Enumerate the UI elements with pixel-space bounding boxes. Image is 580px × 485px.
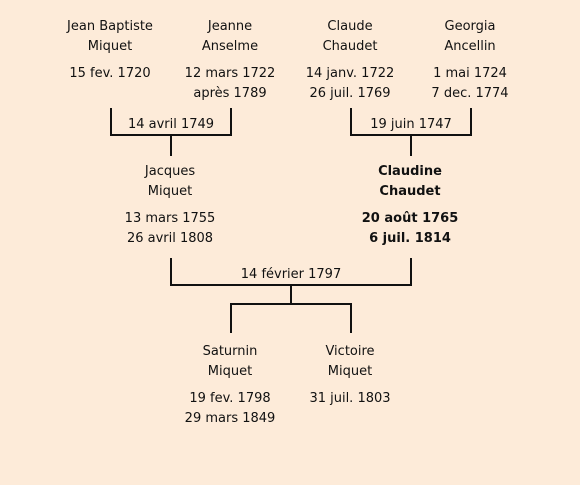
given-name: Jeanne xyxy=(207,19,253,34)
birth-date: 15 fev. 1720 xyxy=(69,66,151,81)
person-georgia-ancellin[interactable]: Georgia Ancellin 1 mai 1724 7 dec. 1774 xyxy=(405,17,535,104)
connector-line xyxy=(290,285,292,305)
death-date: après 1789 xyxy=(193,86,267,101)
surname: Miquet xyxy=(327,364,373,379)
given-name: Claude xyxy=(327,19,373,34)
connector-line xyxy=(170,135,172,156)
person-jeanne-anselme[interactable]: Jeanne Anselme 12 mars 1722 après 1789 xyxy=(165,17,295,104)
connector-line xyxy=(110,108,112,136)
connector-line xyxy=(410,135,412,156)
surname: Ancellin xyxy=(444,39,496,54)
surname: Chaudet xyxy=(379,184,441,199)
death-date: 7 dec. 1774 xyxy=(431,86,509,101)
given-name: Jean Baptiste xyxy=(67,19,153,34)
given-name: Victoire xyxy=(325,344,375,359)
given-name: Saturnin xyxy=(202,344,258,359)
birth-date: 13 mars 1755 xyxy=(124,211,216,226)
life-dates: 15 fev. 1720 xyxy=(45,64,175,84)
death-date: 29 mars 1849 xyxy=(184,411,276,426)
surname: Chaudet xyxy=(322,39,378,54)
connector-line xyxy=(230,108,232,136)
connector-line xyxy=(350,303,352,333)
birth-date: 31 juil. 1803 xyxy=(309,391,391,406)
connector-line xyxy=(410,258,412,286)
marriage-date-miquet-chaudet: 14 février 1797 xyxy=(240,267,342,282)
death-date: 26 avril 1808 xyxy=(126,231,214,246)
birth-date: 14 janv. 1722 xyxy=(305,66,395,81)
life-dates: 19 fev. 1798 29 mars 1849 xyxy=(165,389,295,429)
person-victoire-miquet[interactable]: Victoire Miquet 31 juil. 1803 xyxy=(285,342,415,409)
life-dates: 31 juil. 1803 xyxy=(285,389,415,409)
surname: Miquet xyxy=(87,39,133,54)
given-name: Jacques xyxy=(144,164,196,179)
surname: Anselme xyxy=(201,39,259,54)
person-saturnin-miquet[interactable]: Saturnin Miquet 19 fev. 1798 29 mars 184… xyxy=(165,342,295,429)
connector-line xyxy=(470,108,472,136)
birth-date: 20 août 1765 xyxy=(361,211,459,226)
surname: Miquet xyxy=(147,184,193,199)
life-dates: 14 janv. 1722 26 juil. 1769 xyxy=(285,64,415,104)
connector-line xyxy=(230,303,352,305)
life-dates: 1 mai 1724 7 dec. 1774 xyxy=(405,64,535,104)
person-jacques-miquet[interactable]: Jacques Miquet 13 mars 1755 26 avril 180… xyxy=(105,162,235,249)
birth-date: 1 mai 1724 xyxy=(433,66,507,81)
marriage-date-miquet-anselme: 14 avril 1749 xyxy=(127,117,215,132)
person-claude-chaudet[interactable]: Claude Chaudet 14 janv. 1722 26 juil. 17… xyxy=(285,17,415,104)
life-dates: 13 mars 1755 26 avril 1808 xyxy=(105,209,235,249)
life-dates: 12 mars 1722 après 1789 xyxy=(165,64,295,104)
connector-line xyxy=(230,303,232,333)
person-jean-baptiste-miquet[interactable]: Jean Baptiste Miquet 15 fev. 1720 xyxy=(45,17,175,84)
life-dates: 20 août 1765 6 juil. 1814 xyxy=(345,209,475,249)
given-name: Georgia xyxy=(444,19,496,34)
person-claudine-chaudet[interactable]: Claudine Chaudet 20 août 1765 6 juil. 18… xyxy=(345,162,475,249)
given-name: Claudine xyxy=(378,164,442,179)
birth-date: 12 mars 1722 xyxy=(184,66,276,81)
death-date: 6 juil. 1814 xyxy=(369,231,451,246)
surname: Miquet xyxy=(207,364,253,379)
birth-date: 19 fev. 1798 xyxy=(189,391,271,406)
death-date: 26 juil. 1769 xyxy=(309,86,391,101)
connector-line xyxy=(350,108,352,136)
marriage-date-chaudet-ancellin: 19 juin 1747 xyxy=(370,117,452,132)
connector-line xyxy=(170,258,172,286)
